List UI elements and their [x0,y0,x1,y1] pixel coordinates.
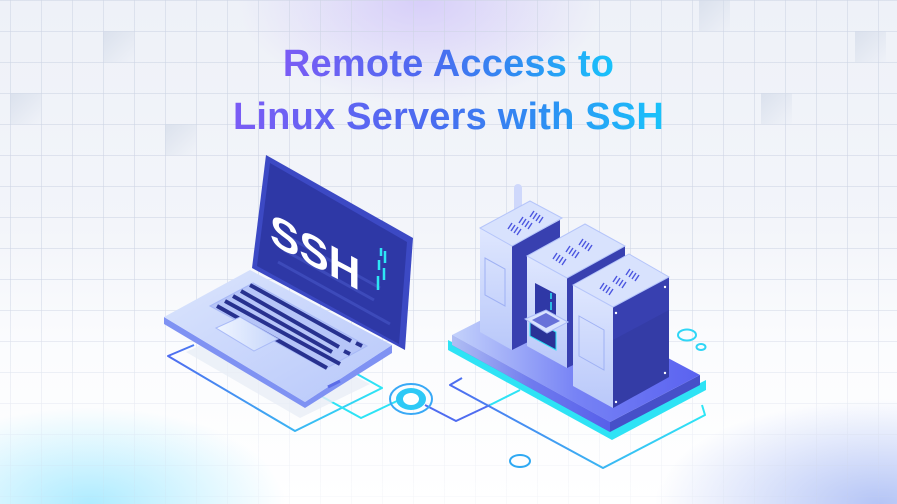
laptop-icon: SSH [164,155,413,408]
grid-highlight-cell [699,0,730,31]
title-line-1: Remote Access to [283,38,614,91]
grid-highlight-cell [103,31,134,62]
connection-node-icon [389,383,433,415]
small-ring-icon [509,454,531,468]
grid-highlight-cell [165,124,196,155]
grid-highlight-cell [10,93,41,124]
grid-highlight-cell [761,93,792,124]
title-line-2: Linux Servers with SSH [233,91,664,144]
grid-highlight-cell [855,31,886,62]
terminal-cursor [376,248,387,290]
page-title: Remote Access to Linux Servers with SSH [0,38,897,144]
vent-icon [507,210,544,236]
small-ring-icon [677,328,697,342]
signal-bars [436,174,522,342]
server-rack-icon [571,253,671,408]
vent-icon [552,238,593,266]
small-ring-icon [695,343,707,351]
vent-icon [599,268,640,296]
keyboard-keys [216,283,363,370]
